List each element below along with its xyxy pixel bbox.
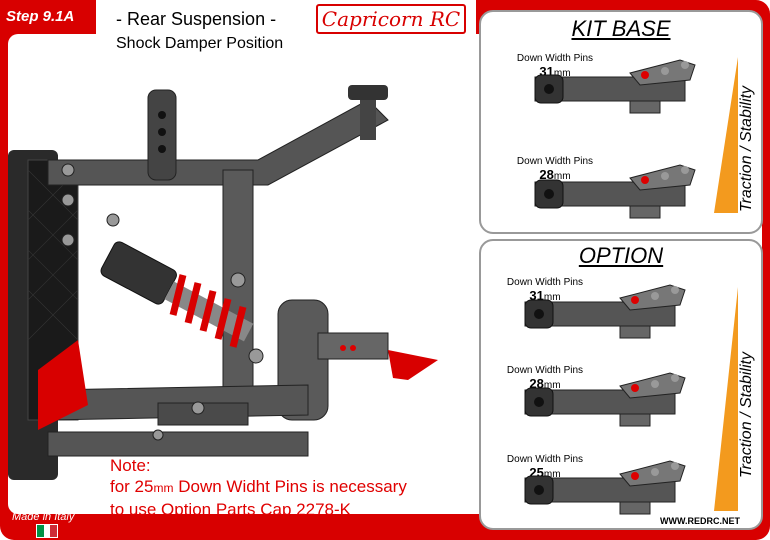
made-in-italy-label: Made in Italy — [12, 511, 75, 523]
shock-tower-arm — [47, 99, 389, 186]
note-text: Note: for 25mm Down Widht Pins is necess… — [110, 455, 407, 520]
chassis-red-part — [38, 340, 88, 430]
body-mount-cap — [348, 85, 388, 100]
option-arm-1 — [524, 284, 686, 339]
wheel-hex — [388, 350, 438, 380]
website-label: WWW.REDRC.NET — [660, 516, 740, 526]
kit-base-traction-label: Traction / Stability — [738, 86, 755, 212]
note-line-1: for 25mm Down Widht Pins is necessary — [110, 477, 407, 496]
kit-base-title: KIT BASE — [571, 16, 671, 41]
option-arm-2 — [524, 372, 686, 427]
shock-damper — [100, 241, 254, 348]
option-title: OPTION — [578, 243, 664, 268]
option-triangle — [714, 287, 738, 511]
brand-logo: Capricorn RC — [316, 4, 466, 34]
kit-base-triangle — [714, 57, 738, 213]
italy-flag-icon — [36, 524, 58, 538]
rear-suspension-illustration — [8, 85, 438, 480]
kit-base-arm-1 — [534, 59, 696, 114]
option-arm-3 — [524, 460, 686, 515]
option-traction-label: Traction / Stability — [738, 352, 755, 478]
note-title: Note: — [110, 456, 151, 475]
page-subtitle: Shock Damper Position — [116, 35, 284, 52]
note-line-2: to use Option Parts Cap 2278-K — [110, 500, 351, 519]
step-label: Step 9.1A — [0, 0, 100, 34]
kit-base-arm-2 — [534, 164, 696, 219]
page-title: - Rear Suspension - — [116, 9, 277, 29]
